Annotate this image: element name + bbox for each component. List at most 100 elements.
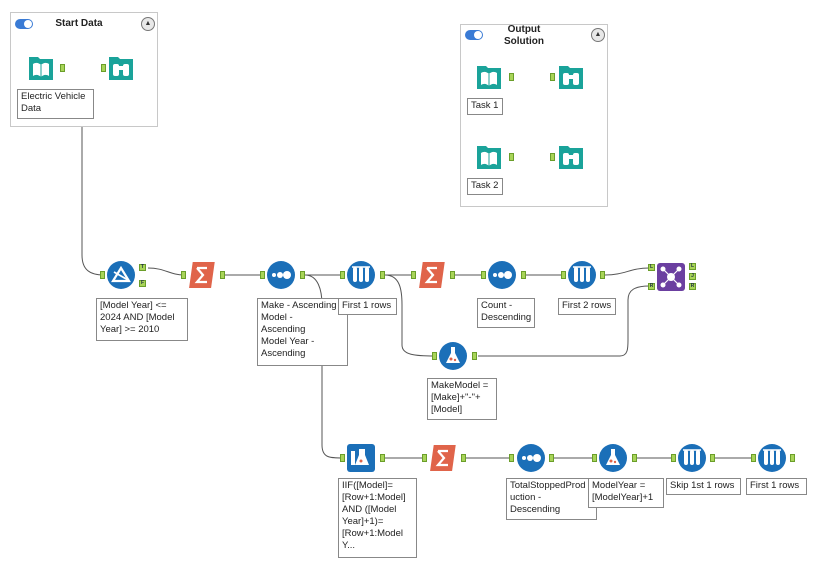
connector-formula1-join-r: [478, 285, 650, 357]
join-left-input-anchor[interactable]: L: [648, 264, 655, 271]
sample-tool-3[interactable]: [677, 443, 707, 473]
input-anchor[interactable]: [550, 73, 555, 81]
filter-true-anchor[interactable]: T: [139, 264, 146, 271]
collapse-icon[interactable]: ▲: [141, 17, 155, 31]
output-anchor[interactable]: [380, 271, 385, 279]
formula-icon: [599, 444, 627, 472]
multi-row-formula-tool[interactable]: [346, 443, 376, 473]
input-anchor[interactable]: [671, 454, 676, 462]
summarize-tool-3[interactable]: [428, 443, 458, 473]
input-anchor[interactable]: [340, 271, 345, 279]
container-header: Start Data ▲: [11, 13, 157, 35]
output-anchor[interactable]: [472, 352, 477, 360]
input-anchor[interactable]: [550, 153, 555, 161]
book-input-icon: [29, 57, 53, 80]
task2-browse-tool[interactable]: [556, 142, 586, 172]
join-tool[interactable]: [656, 262, 686, 292]
sample-tool-2[interactable]: [567, 260, 597, 290]
toggle-switch-icon[interactable]: [15, 19, 33, 29]
join-joined-output-anchor[interactable]: J: [689, 273, 696, 280]
summarize-tool-1[interactable]: [187, 260, 217, 290]
tool-annotation: Electric Vehicle Data: [17, 89, 94, 119]
tool-annotation: Make - Ascending Model - Ascending Model…: [257, 298, 348, 366]
browse-tool[interactable]: [106, 53, 136, 83]
input-anchor[interactable]: [561, 271, 566, 279]
output-anchor[interactable]: [509, 153, 514, 161]
multi-row-formula-icon: [347, 444, 375, 472]
connector-sort1-multirow: [304, 274, 344, 459]
tool-annotation: ModelYear = [ModelYear]+1: [588, 478, 664, 508]
sort-icon: [267, 261, 295, 289]
tool-annotation: Count - Descending: [477, 298, 535, 328]
input-anchor[interactable]: [181, 271, 186, 279]
connector-sample1-formula1: [384, 274, 436, 357]
output-anchor[interactable]: [790, 454, 795, 462]
tool-annotation: IIF([Model]= [Row+1:Model] AND ([Model Y…: [338, 478, 417, 558]
output-anchor[interactable]: [450, 271, 455, 279]
input-anchor[interactable]: [411, 271, 416, 279]
input-tool[interactable]: [26, 53, 56, 83]
output-anchor[interactable]: [60, 64, 65, 72]
task2-input-tool[interactable]: [474, 142, 504, 172]
binoculars-icon: [559, 66, 583, 89]
output-anchor[interactable]: [549, 454, 554, 462]
join-icon: [657, 263, 685, 291]
sample-icon: [758, 444, 786, 472]
tool-annotation: [Model Year] <= 2024 AND [Model Year] >=…: [96, 298, 188, 341]
filter-false-anchor[interactable]: F: [139, 280, 146, 287]
tool-annotation: TotalStoppedProd uction - Descending: [506, 478, 597, 520]
tool-annotation: First 1 rows: [338, 298, 397, 315]
sample-tool-4[interactable]: [757, 443, 787, 473]
binoculars-icon: [559, 146, 583, 169]
sigma-icon: [430, 445, 456, 471]
input-anchor[interactable]: [101, 64, 106, 72]
output-anchor[interactable]: [300, 271, 305, 279]
join-right-output-anchor[interactable]: R: [689, 283, 696, 290]
tool-annotation: Task 2: [467, 178, 503, 195]
input-anchor[interactable]: [422, 454, 427, 462]
summarize-tool-2[interactable]: [417, 260, 447, 290]
task1-browse-tool[interactable]: [556, 62, 586, 92]
sort-icon: [488, 261, 516, 289]
input-anchor[interactable]: [592, 454, 597, 462]
tool-annotation: First 1 rows: [746, 478, 807, 495]
sort-tool-3[interactable]: [516, 443, 546, 473]
input-anchor[interactable]: [260, 271, 265, 279]
sort-icon: [517, 444, 545, 472]
sort-tool-1[interactable]: [266, 260, 296, 290]
output-anchor[interactable]: [710, 454, 715, 462]
toggle-switch-icon[interactable]: [465, 30, 483, 40]
output-anchor[interactable]: [632, 454, 637, 462]
collapse-icon[interactable]: ▲: [591, 28, 605, 42]
join-left-output-anchor[interactable]: L: [689, 263, 696, 270]
input-anchor[interactable]: [432, 352, 437, 360]
join-right-input-anchor[interactable]: R: [648, 283, 655, 290]
sort-tool-2[interactable]: [487, 260, 517, 290]
output-anchor[interactable]: [380, 454, 385, 462]
output-anchor[interactable]: [509, 73, 514, 81]
sample-tool-1[interactable]: [346, 260, 376, 290]
sample-icon: [678, 444, 706, 472]
input-anchor[interactable]: [509, 454, 514, 462]
binoculars-icon: [109, 57, 133, 80]
filter-tool[interactable]: [106, 260, 136, 290]
output-anchor[interactable]: [600, 271, 605, 279]
formula-tool-1[interactable]: [438, 341, 468, 371]
connector-filter-summarize1: [147, 267, 185, 276]
output-anchor[interactable]: [521, 271, 526, 279]
input-anchor[interactable]: [340, 454, 345, 462]
task1-input-tool[interactable]: [474, 62, 504, 92]
sigma-icon: [189, 262, 215, 288]
formula-tool-2[interactable]: [598, 443, 628, 473]
input-anchor[interactable]: [751, 454, 756, 462]
book-input-icon: [477, 66, 501, 89]
container-title: Output Solution: [504, 24, 544, 47]
input-anchor[interactable]: [481, 271, 486, 279]
output-anchor[interactable]: [220, 271, 225, 279]
tool-annotation: Task 1: [467, 98, 503, 115]
tool-annotation: Skip 1st 1 rows: [666, 478, 741, 495]
connector-sample2-join-l: [604, 267, 650, 276]
input-anchor[interactable]: [100, 271, 105, 279]
container-output-solution[interactable]: Output Solution ▲: [460, 24, 608, 207]
output-anchor[interactable]: [461, 454, 466, 462]
